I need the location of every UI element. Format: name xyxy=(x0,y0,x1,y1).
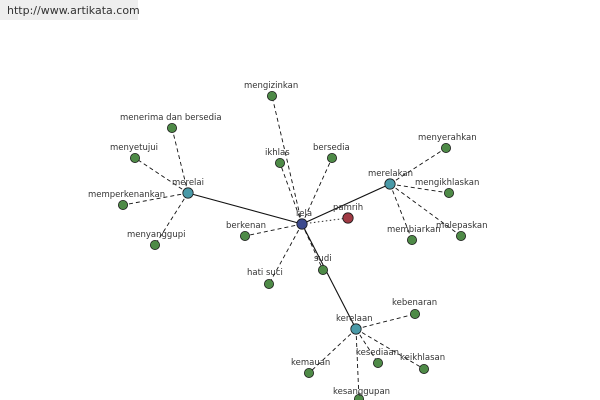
node-label-ikhlas: ikhlas xyxy=(265,148,290,158)
edge-rela-kerelaan xyxy=(301,223,357,330)
nodes-layer xyxy=(118,91,466,400)
node-label-keikhlasan: keikhlasan xyxy=(400,353,445,363)
node-ikhlas[interactable] xyxy=(274,157,285,168)
node-label-kerelaan: kerelaan xyxy=(336,314,373,324)
node-keikhlasan[interactable] xyxy=(418,363,429,374)
node-label-menerima-dan-bersedia: menerima dan bersedia xyxy=(120,113,222,123)
node-mengizinkan[interactable] xyxy=(266,91,277,102)
node-rela[interactable] xyxy=(296,218,308,230)
node-label-mengizinkan: mengizinkan xyxy=(244,81,298,91)
node-label-melepaskan: melepaskan xyxy=(436,221,488,231)
edge-merelakan-membiarkan xyxy=(389,183,413,241)
node-sudi[interactable] xyxy=(317,264,328,275)
edge-rela-mengizinkan xyxy=(271,95,303,225)
node-menyerahkan[interactable] xyxy=(440,142,451,153)
node-kebenaran[interactable] xyxy=(409,308,420,319)
node-label-menyetujui: menyetujui xyxy=(110,143,158,153)
node-membiarkan[interactable] xyxy=(406,234,417,245)
node-label-bersedia: bersedia xyxy=(313,143,350,153)
node-memperkenankan[interactable] xyxy=(118,199,129,210)
node-hati-suci[interactable] xyxy=(263,278,274,289)
edge-rela-sudi xyxy=(301,223,324,271)
node-menerima-dan-bersedia[interactable] xyxy=(166,123,177,134)
edge-kerelaan-kesanggupan xyxy=(355,328,360,400)
edge-merelai-menyetujui xyxy=(134,157,189,194)
node-label-hati-suci: hati suci xyxy=(247,268,283,278)
node-merelai[interactable] xyxy=(182,187,194,199)
watermark-url: http://www.artikata.com xyxy=(7,4,140,17)
node-label-kebenaran: kebenaran xyxy=(392,298,437,308)
edge-rela-merelai xyxy=(187,192,303,225)
edge-rela-hati-suci xyxy=(268,223,303,285)
node-label-kesediaan: kesediaan xyxy=(356,348,399,358)
node-pamrih[interactable] xyxy=(342,212,354,224)
node-label-memperkenankan: memperkenankan xyxy=(88,190,165,200)
edges-layer xyxy=(122,95,462,400)
edge-rela-ikhlas xyxy=(279,162,303,225)
node-label-pamrih: pamrih xyxy=(333,203,363,213)
edge-merelakan-mengikhlaskan xyxy=(389,183,450,194)
node-kesanggupan[interactable] xyxy=(354,394,364,400)
node-label-menyanggupi: menyanggupi xyxy=(127,230,185,240)
node-label-membiarkan: membiarkan xyxy=(387,225,441,235)
node-kemauan[interactable] xyxy=(303,367,314,378)
node-mengikhlaskan[interactable] xyxy=(443,187,454,198)
node-menyetujui[interactable] xyxy=(129,152,140,163)
node-label-merelai: merelai xyxy=(172,178,204,188)
node-label-berkenan: berkenan xyxy=(226,221,266,231)
node-label-mengikhlaskan: mengikhlaskan xyxy=(415,178,479,188)
node-kesediaan[interactable] xyxy=(372,357,383,368)
node-label-sudi: sudi xyxy=(314,254,332,264)
node-label-kesanggupan: kesanggupan xyxy=(333,387,390,397)
edge-rela-berkenan xyxy=(244,223,303,237)
edge-rela-bersedia xyxy=(301,157,333,225)
labels-layer: rela pamrih merelai merelakan kerelaan mengiz… xyxy=(88,81,488,397)
node-bersedia[interactable] xyxy=(326,152,337,163)
node-label-kemauan: kemauan xyxy=(291,358,330,368)
edge-merelakan-melepaskan xyxy=(389,183,462,237)
edge-kerelaan-keikhlasan xyxy=(355,328,425,370)
node-melepaskan[interactable] xyxy=(455,230,466,241)
node-kerelaan[interactable] xyxy=(350,323,362,335)
node-menyanggupi[interactable] xyxy=(149,239,160,250)
node-berkenan[interactable] xyxy=(239,230,250,241)
node-merelakan[interactable] xyxy=(384,178,396,190)
node-label-menyerahkan: menyerahkan xyxy=(418,133,477,143)
watermark-banner: http://www.artikata.com xyxy=(0,0,140,20)
edge-merelai-menyanggupi xyxy=(154,192,189,246)
node-label-rela: rela xyxy=(296,209,312,219)
edge-kerelaan-kebenaran xyxy=(355,313,416,330)
edge-rela-merelakan xyxy=(301,183,391,225)
node-label-merelakan: merelakan xyxy=(368,169,413,179)
edge-kerelaan-kemauan xyxy=(308,328,357,374)
